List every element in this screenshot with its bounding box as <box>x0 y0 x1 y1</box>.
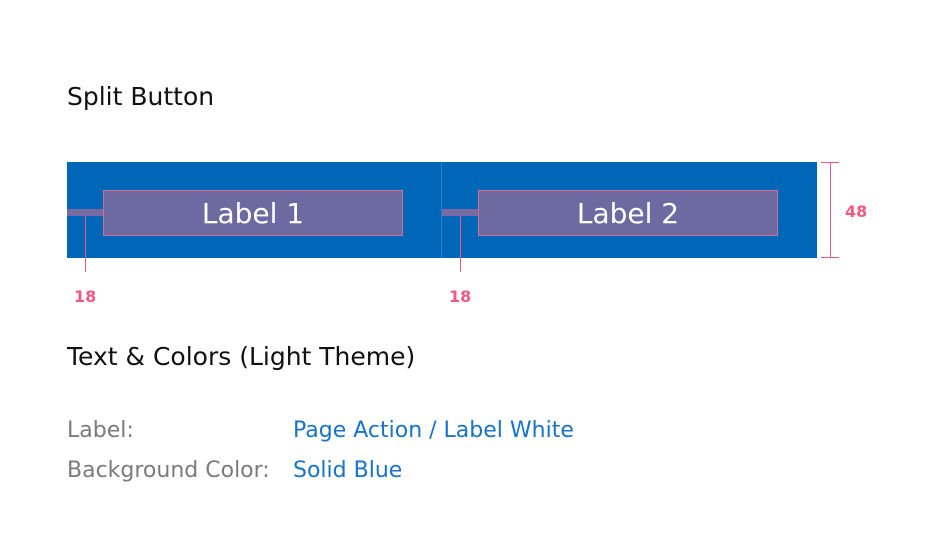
padding-measurement: 18 <box>449 287 472 306</box>
height-guide <box>821 162 839 258</box>
segment-divider <box>441 162 442 258</box>
padding-indicator <box>442 209 478 216</box>
padding-measurement: 18 <box>74 287 97 306</box>
padding-guide-line <box>85 216 86 272</box>
padding-indicator <box>67 209 103 216</box>
segment-label: Label 2 <box>478 190 778 236</box>
section-title: Split Button <box>67 82 215 111</box>
property-value: Page Action / Label White <box>293 418 574 443</box>
property-label: Background Color: <box>67 458 270 483</box>
split-button-segment-2[interactable]: Label 2 <box>442 162 817 258</box>
split-button: Label 1 Label 2 <box>67 162 817 258</box>
text-colors-title: Text & Colors (Light Theme) <box>67 342 416 371</box>
padding-guide-line <box>460 216 461 272</box>
split-button-segment-1[interactable]: Label 1 <box>67 162 442 258</box>
property-value: Solid Blue <box>293 458 403 483</box>
segment-label: Label 1 <box>103 190 403 236</box>
property-label: Label: <box>67 418 134 443</box>
height-guide-cap <box>821 257 839 258</box>
height-measurement: 48 <box>845 202 868 221</box>
height-guide-stem <box>830 162 831 258</box>
